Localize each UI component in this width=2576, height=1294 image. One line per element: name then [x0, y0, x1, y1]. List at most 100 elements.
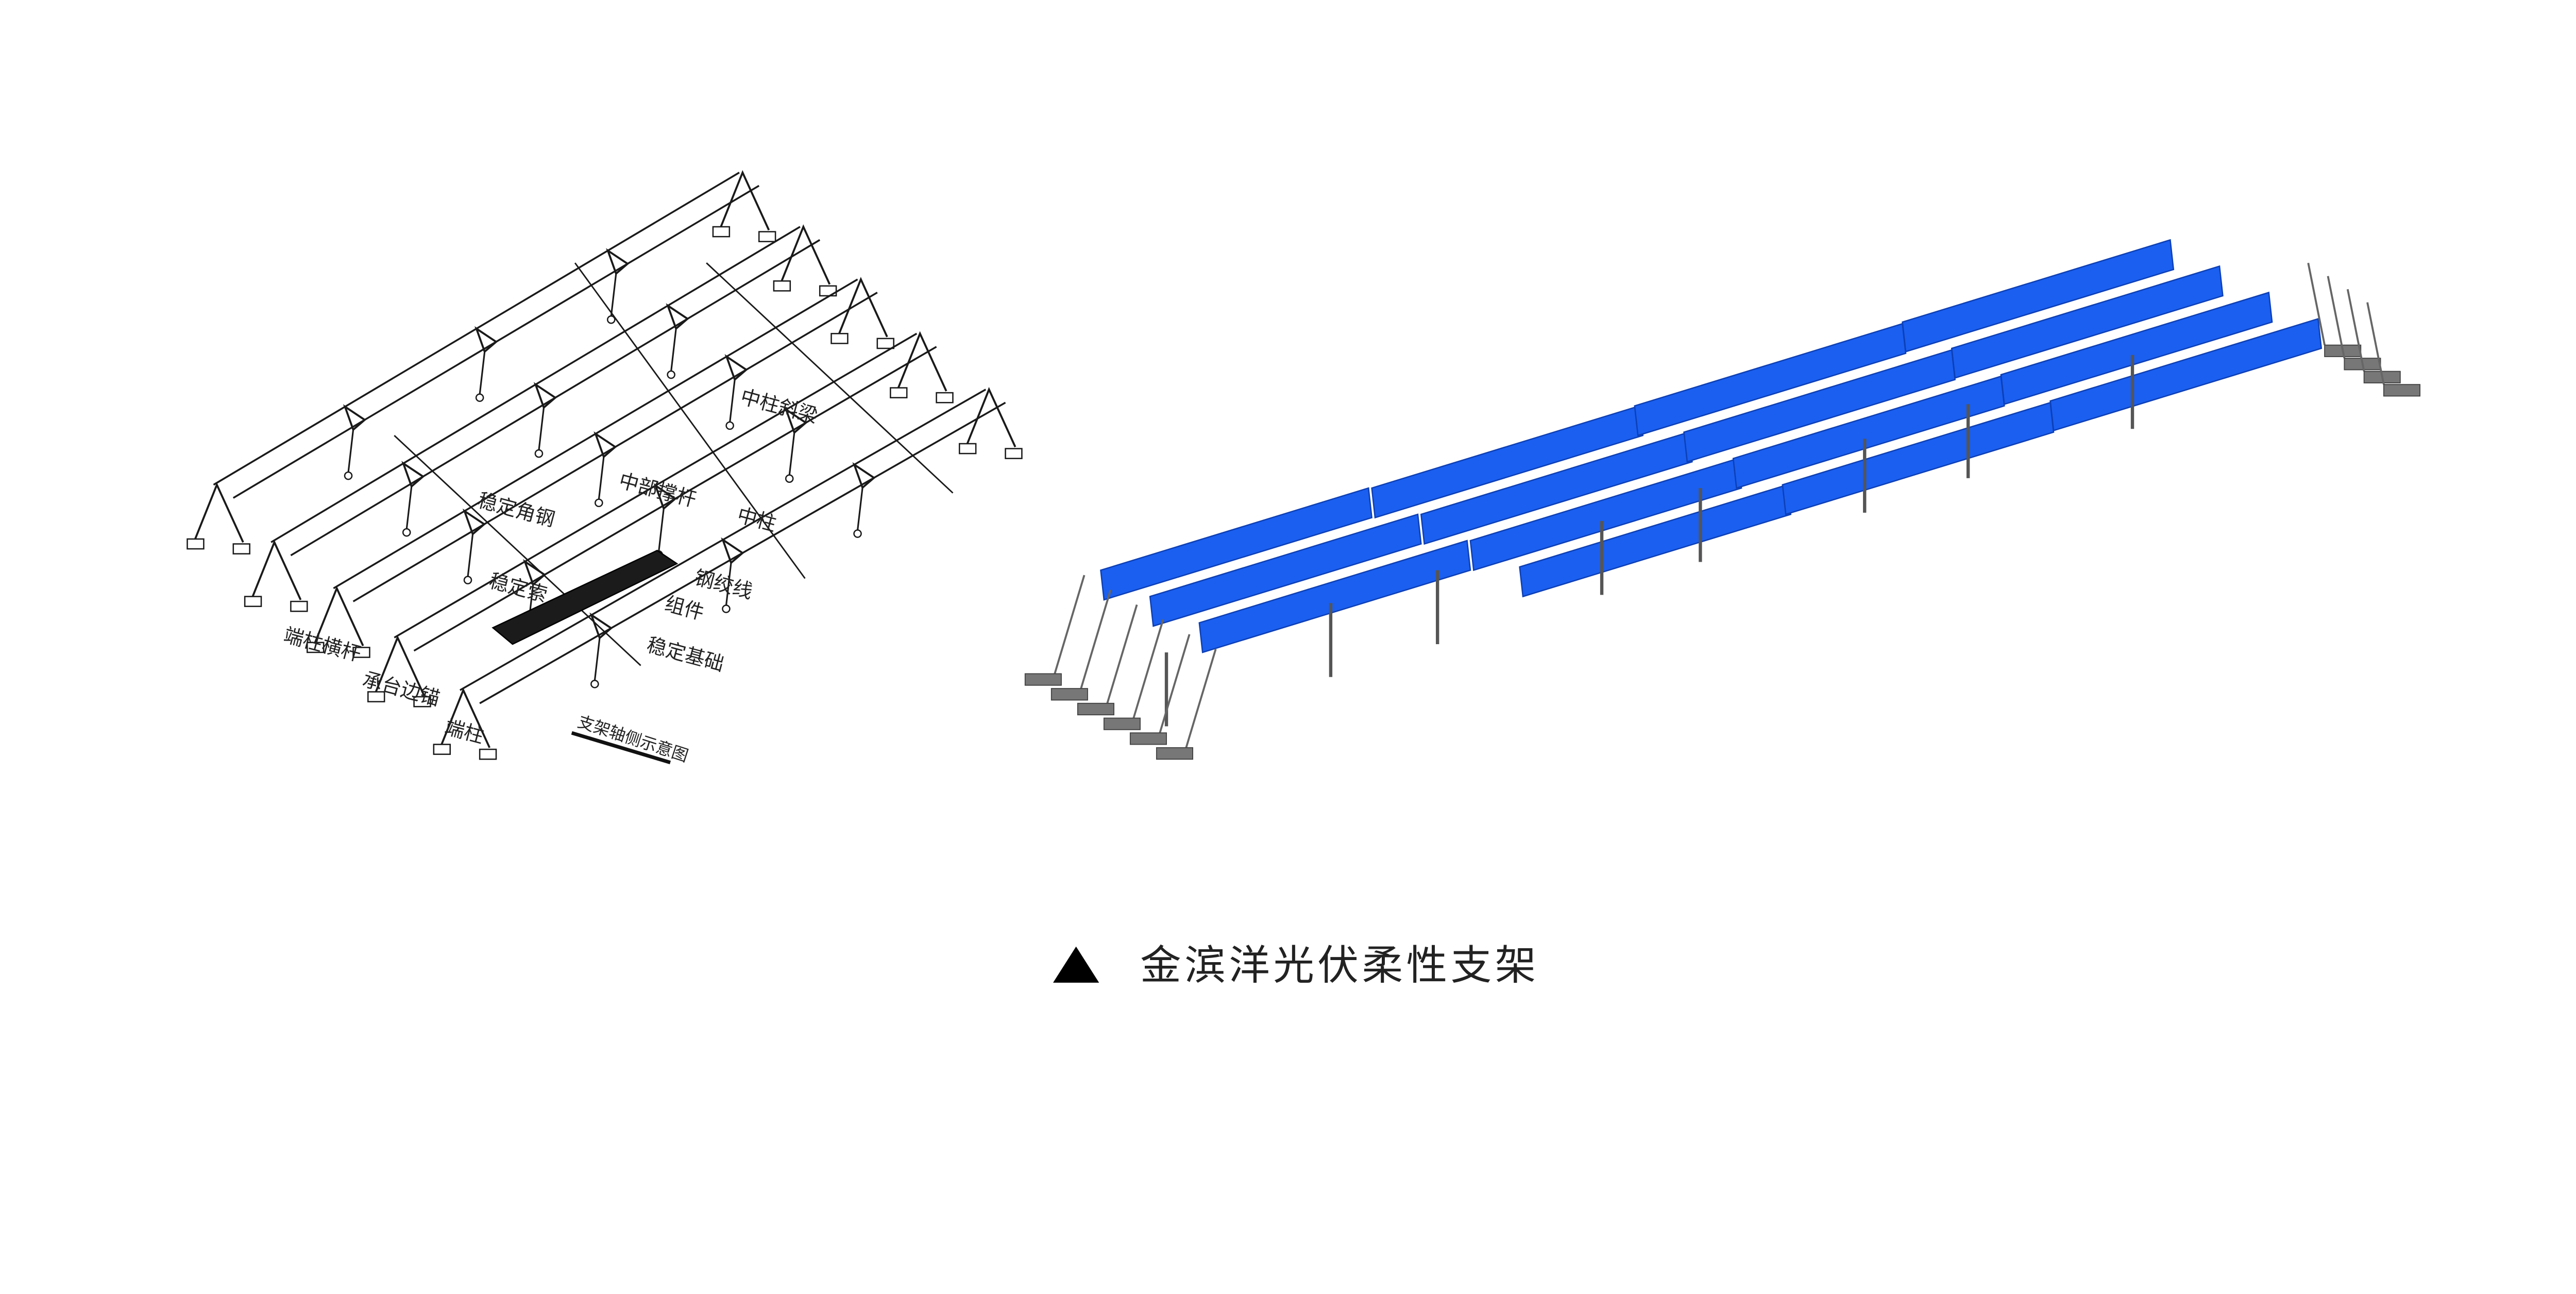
figure-canvas: 中柱斜梁 中部撑杆 稳定角钢 中柱 稳定索 钢绞线 组件 稳定基础 端柱横杆 承… — [187, 170, 2421, 989]
cap-edge-anchor — [1050, 688, 1088, 701]
pv-panel — [1951, 265, 2224, 379]
cap-anchor-block — [831, 333, 849, 344]
label-mid-column-beam: 中柱斜梁 — [738, 385, 820, 428]
end-column — [374, 635, 425, 696]
cap-edge-anchor — [1129, 732, 1167, 745]
pv-panel — [1634, 323, 1907, 436]
pv-panel — [1469, 457, 1742, 572]
stabilizing-foundation — [475, 393, 484, 402]
cap-anchor-block — [232, 543, 250, 554]
pv-panel — [1371, 405, 1644, 519]
pv-panel — [2000, 291, 2273, 406]
cap-edge-anchor — [2383, 384, 2421, 397]
mid-column-frame — [343, 404, 367, 432]
diagram-title-underline — [571, 731, 671, 764]
end-column — [779, 224, 831, 285]
stabilizing-foundation — [606, 315, 616, 324]
caption: 金滨洋光伏柔性支架 — [1053, 942, 1539, 989]
label-module: 组件 — [663, 592, 707, 625]
stabilizing-cable — [706, 262, 954, 494]
stabilizing-foundation — [722, 604, 731, 613]
cap-anchor-block — [758, 231, 776, 243]
stabilizing-foundation — [853, 529, 862, 538]
stabilizing-foundation — [667, 370, 675, 379]
label-stabilizing-foundation: 稳定基础 — [645, 633, 726, 676]
cap-anchor-block — [1005, 448, 1023, 459]
label-end-column-crossbar: 端柱横杆 — [281, 624, 363, 666]
end-column-post — [2307, 262, 2326, 346]
stabilizing-foundation — [402, 528, 411, 537]
diagram-labels: 中柱斜梁 中部撑杆 稳定角钢 中柱 稳定索 钢绞线 组件 稳定基础 端柱横杆 承… — [281, 385, 820, 766]
end-column — [896, 331, 947, 392]
cap-edge-anchor — [1077, 702, 1114, 716]
cap-anchor-block — [290, 600, 308, 612]
label-stabilizing-angle-steel: 稳定角钢 — [475, 489, 557, 531]
end-column-post — [2327, 276, 2346, 359]
cap-anchor-block — [712, 226, 731, 238]
end-column — [250, 540, 302, 600]
cap-anchor-block — [244, 596, 262, 607]
mid-column — [670, 328, 677, 372]
mid-column-frame — [852, 462, 876, 490]
stabilizing-foundation — [344, 471, 353, 480]
end-column-post — [2366, 302, 2385, 385]
pv-panel — [1519, 484, 1792, 598]
end-column-post — [1080, 590, 1112, 689]
pv-panel — [1732, 375, 2005, 489]
pv-panel — [1198, 540, 1471, 653]
mid-column — [788, 432, 795, 476]
stabilizing-foundation — [534, 449, 544, 458]
mid-column — [479, 351, 486, 395]
pv-panel — [1149, 513, 1422, 627]
cap-anchor-block — [352, 647, 370, 658]
label-end-column: 端柱 — [442, 715, 486, 748]
stabilizing-cable — [574, 262, 806, 579]
pv-panel — [1420, 431, 1693, 545]
mid-column-frame — [666, 303, 689, 331]
cap-anchor-block — [890, 387, 908, 398]
end-column-post — [1132, 619, 1164, 719]
cap-anchor-block — [479, 748, 497, 760]
cap-anchor-block — [307, 642, 325, 653]
pv-panel — [1902, 239, 2175, 353]
end-column-post — [1054, 575, 1086, 674]
end-column-post — [1185, 649, 1217, 748]
mid-column-frame — [523, 559, 547, 586]
cap-anchor-block — [958, 443, 977, 455]
stabilizing-foundation — [463, 576, 472, 584]
end-column — [718, 170, 770, 231]
cap-anchor-block — [413, 696, 431, 708]
end-column — [439, 687, 491, 748]
mid-column-frame — [721, 537, 744, 565]
mid-column-frame — [653, 483, 677, 511]
pv-panel — [1100, 487, 1373, 601]
mid-column — [610, 273, 617, 317]
mid-column — [538, 407, 545, 450]
label-stabilizing-cable: 稳定索 — [486, 569, 549, 607]
mid-column-frame — [474, 326, 498, 354]
stabilizing-foundation — [725, 421, 734, 430]
cap-edge-anchor — [1156, 747, 1194, 760]
mid-column — [347, 429, 354, 473]
mid-column — [594, 637, 601, 681]
end-column — [837, 277, 888, 338]
pv-panel — [1683, 349, 1956, 463]
end-column — [965, 386, 1016, 448]
mid-column — [729, 379, 736, 423]
stabilizing-foundation — [595, 498, 603, 508]
cap-anchor-block — [773, 280, 791, 292]
mid-column — [658, 508, 665, 552]
cap-anchor-block — [367, 691, 385, 702]
mid-column-frame — [401, 461, 425, 489]
pv-panel — [2049, 317, 2323, 432]
mid-column — [598, 457, 605, 500]
end-column-post — [2346, 289, 2365, 372]
stabilizing-cable — [394, 434, 641, 666]
mid-column-frame — [784, 407, 808, 434]
mid-column-frame — [606, 248, 630, 276]
cap-anchor-block — [876, 338, 894, 349]
end-column — [193, 482, 244, 543]
cap-edge-anchor — [1103, 717, 1141, 730]
caption-text: 金滨洋光伏柔性支架 — [1140, 942, 1539, 989]
support-axonometric-diagram — [187, 170, 1023, 760]
